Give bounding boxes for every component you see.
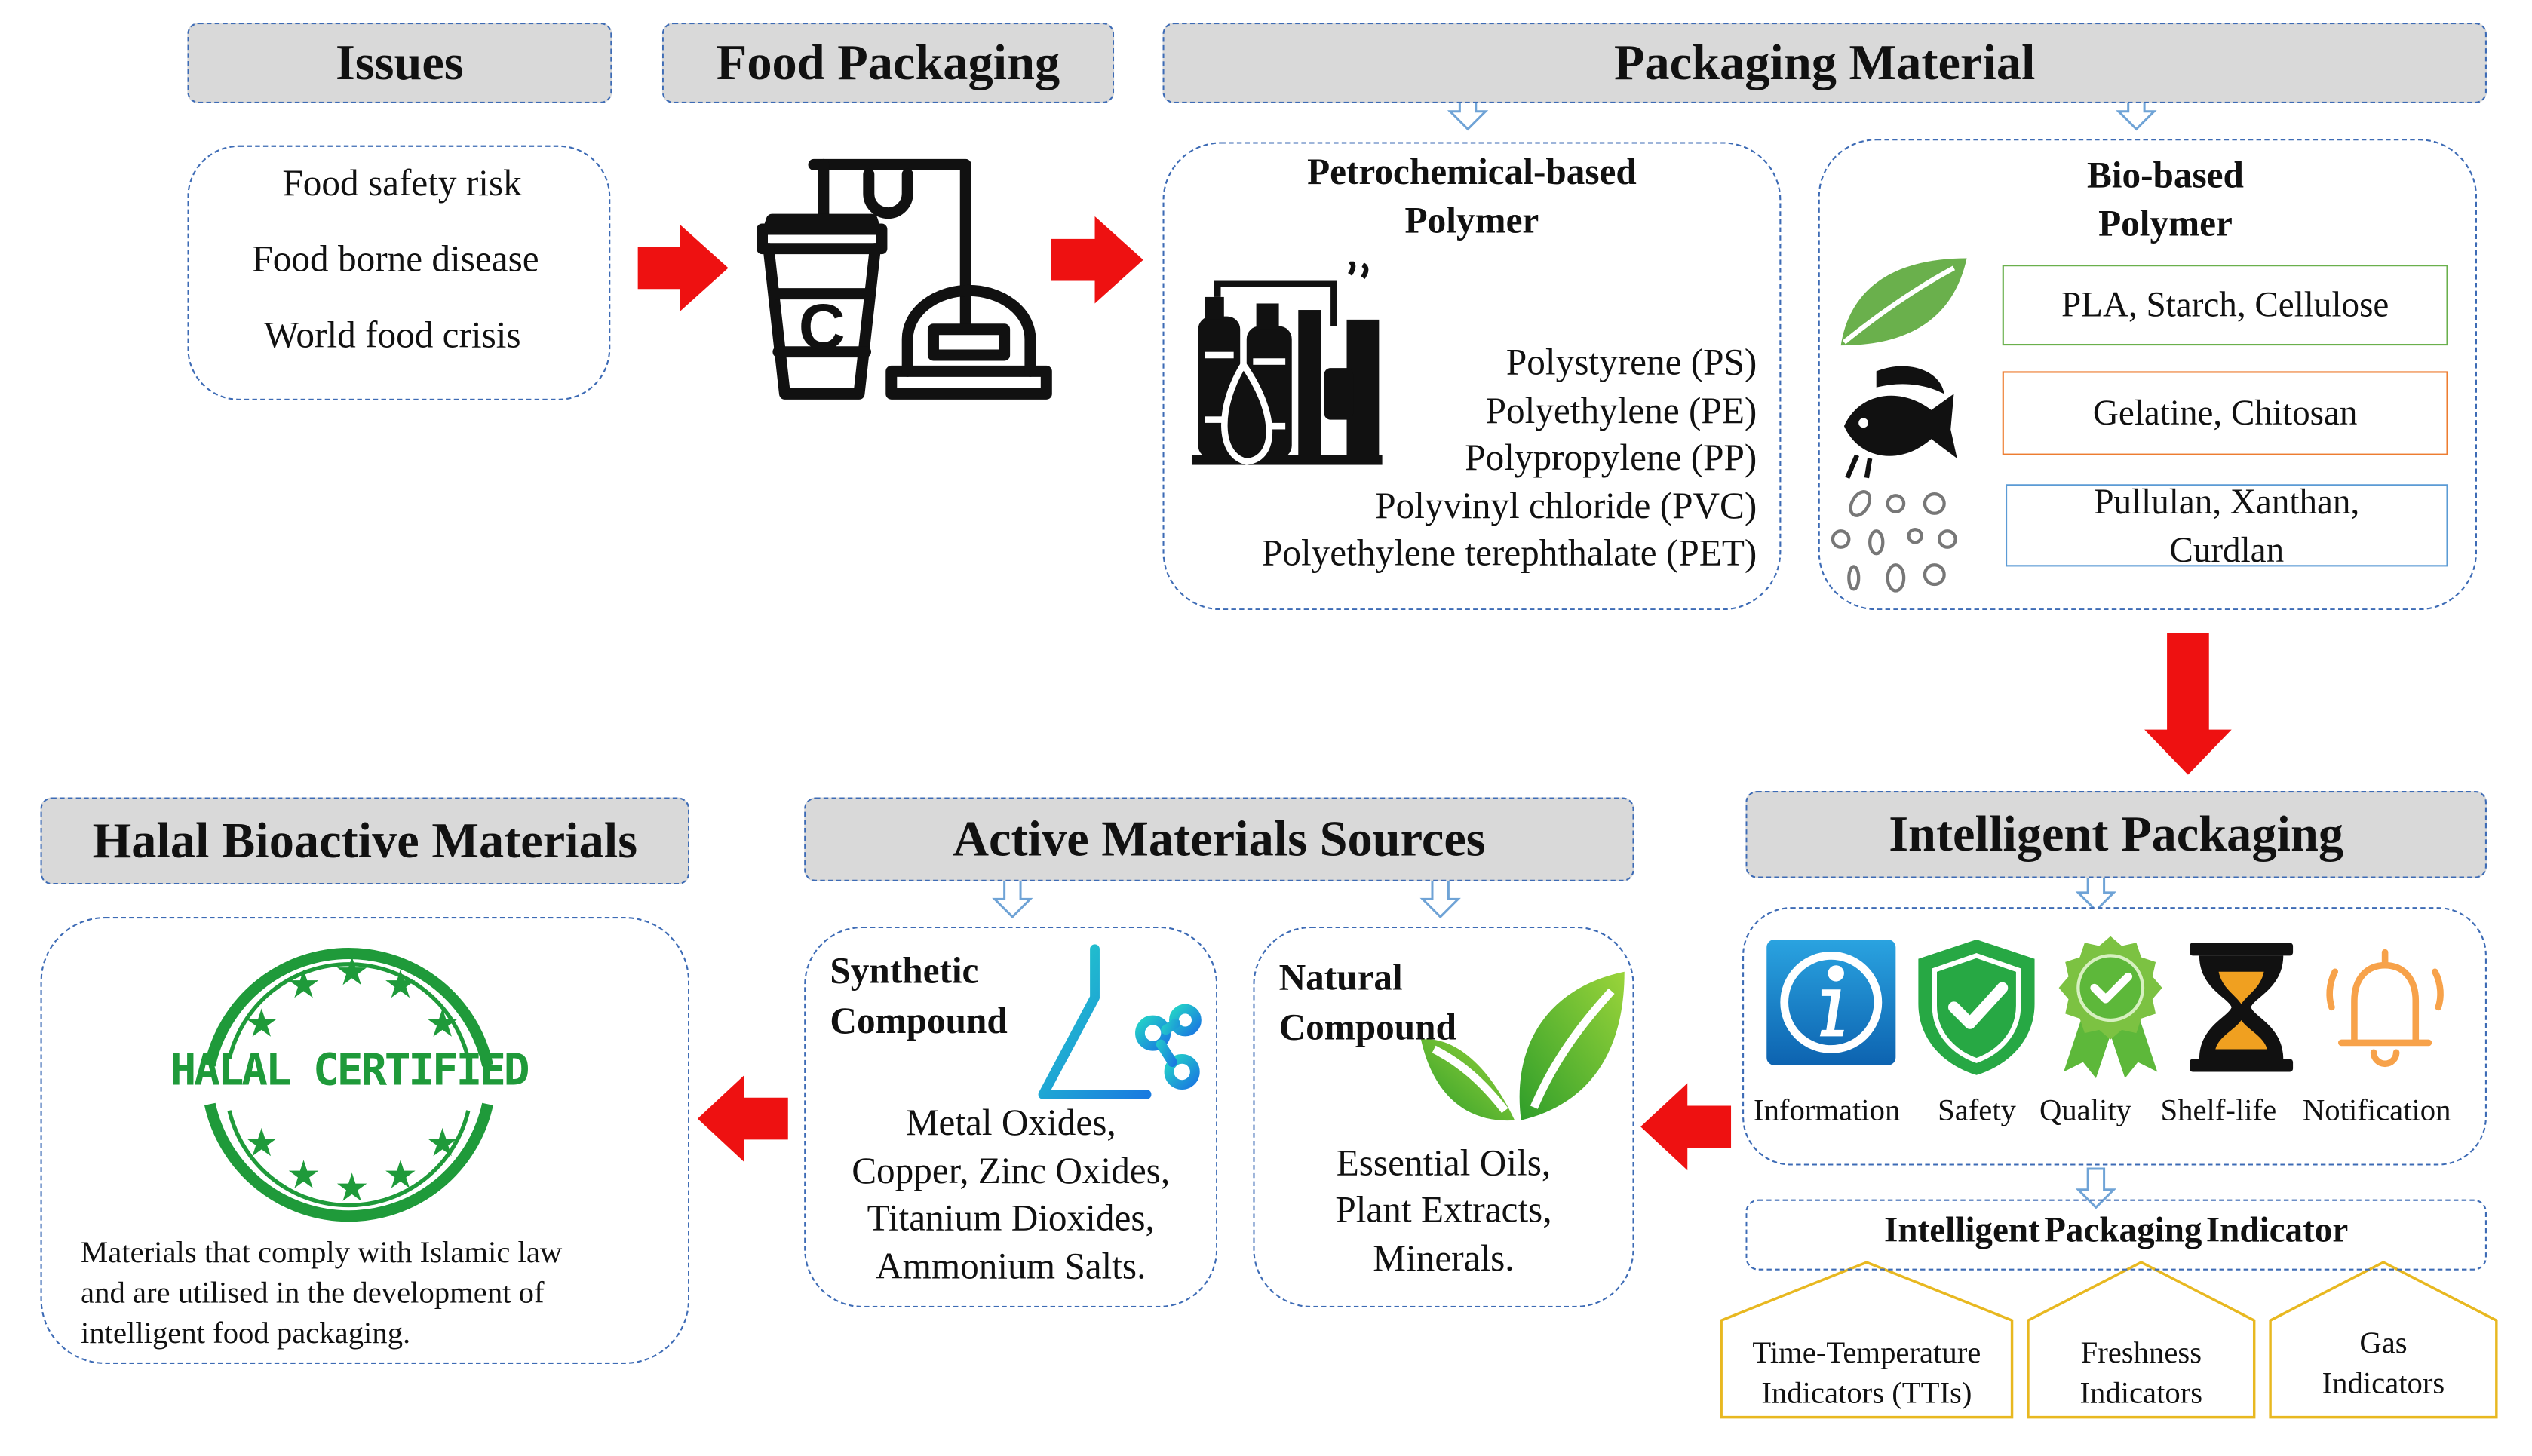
issue-item: Food borne disease — [252, 238, 539, 280]
flow-arrow-sources-to-halal — [697, 1074, 788, 1163]
svg-text:★: ★ — [335, 1166, 370, 1211]
petrochemical-item: Polyethylene (PE) — [1485, 391, 1757, 431]
biobased-source-text: PLA, Starch, Cellulose — [2061, 284, 2389, 325]
function-label-information: Information — [1754, 1094, 1901, 1129]
natural-item: Essential Oils, — [1336, 1142, 1551, 1184]
header-intelligent-packaging-text: Intelligent Packaging — [1889, 805, 2344, 863]
biobased-source-animal: Gelatine, Chitosan — [2002, 371, 2448, 455]
synthetic-item: Ammonium Salts. — [876, 1246, 1146, 1287]
issue-item: World food crisis — [263, 314, 521, 355]
function-label-shelf-life: Shelf-life — [2160, 1094, 2277, 1129]
header-issues: Issues — [187, 22, 612, 104]
chemistry-flask-icon — [1038, 944, 1202, 1099]
green-leaves-icon — [1420, 971, 1625, 1121]
synthetic-item: Copper, Zinc Oxides, — [852, 1151, 1171, 1191]
indicator-type-tti: Time-Temperature Indicators (TTIs) — [1721, 1333, 2012, 1414]
function-label-quality: Quality — [2039, 1094, 2131, 1129]
natural-title-line1: Natural — [1278, 957, 1403, 998]
svg-text:★: ★ — [244, 1001, 279, 1046]
indicator-type-text: Indicators (TTIs) — [1761, 1377, 1972, 1412]
header-food-packaging: Food Packaging — [661, 22, 1115, 104]
flow-arrow-packaging-to-material — [1051, 216, 1143, 304]
petrochemical-item: Polystyrene (PS) — [1505, 342, 1757, 383]
header-food-packaging-text: Food Packaging — [716, 33, 1060, 90]
svg-text:★: ★ — [425, 1001, 460, 1046]
halal-box — [40, 916, 690, 1364]
synthetic-title-line1: Synthetic — [830, 950, 979, 992]
hourglass-icon — [2190, 943, 2294, 1072]
indicator-type-text: Indicators — [2322, 1367, 2445, 1402]
header-intelligent-packaging: Intelligent Packaging — [1745, 790, 2487, 878]
biobased-source-plant: PLA, Starch, Cellulose — [2002, 265, 2448, 346]
shield-check-icon — [1918, 939, 2035, 1075]
indicator-type-gas: Gas Indicators — [2270, 1323, 2497, 1404]
flow-arrow-issues-to-packaging — [637, 224, 729, 312]
function-label-notification: Notification — [2302, 1094, 2451, 1129]
bell-icon — [2326, 949, 2444, 1067]
synthetic-item: Metal Oxides, — [905, 1102, 1116, 1143]
petrochemical-item: Polyvinyl chloride (PVC) — [1375, 486, 1757, 526]
svg-text:★: ★ — [383, 1153, 418, 1198]
microorganism-icon — [1831, 490, 1957, 593]
biobased-title-line2: Polymer — [2098, 203, 2233, 244]
info-icon — [1766, 939, 1896, 1065]
halal-seal-text: HALAL CERTIFIED — [170, 1046, 529, 1096]
flow-arrow-intelligent-to-sources — [1640, 1083, 1732, 1171]
header-halal-bioactive-text: Halal Bioactive Materials — [92, 811, 638, 869]
indicator-type-freshness: Freshness Indicators — [2028, 1333, 2254, 1414]
indicator-type-text: Indicators — [2079, 1377, 2203, 1412]
natural-item: Minerals. — [1373, 1237, 1515, 1279]
function-label-safety: Safety — [1938, 1094, 2017, 1129]
header-active-sources: Active Materials Sources — [804, 797, 1634, 881]
svg-text:C: C — [799, 290, 846, 363]
indicator-title: Intelligent Packaging Indicator — [1884, 1209, 2349, 1249]
food-packaging-icon: C — [757, 158, 1052, 400]
indicator-type-text: Gas — [2359, 1326, 2408, 1361]
svg-text:★: ★ — [244, 1120, 279, 1166]
synthetic-title-line2: Compound — [830, 1001, 1008, 1041]
halal-description-line: and are utilised in the development of — [81, 1277, 545, 1311]
petrochemical-title-line1: Petrochemical-based — [1307, 152, 1637, 192]
svg-text:★: ★ — [286, 962, 321, 1007]
hollow-down-arrows — [992, 89, 2157, 1209]
synthetic-box — [804, 926, 1218, 1308]
biobased-source-text: Gelatine, Chitosan — [2092, 392, 2358, 433]
biobased-source-text: Curdlan — [2169, 529, 2285, 569]
svg-text:★: ★ — [425, 1120, 460, 1166]
indicator-houses — [1720, 1261, 2498, 1419]
synthetic-item: Titanium Dioxides, — [867, 1197, 1155, 1238]
header-packaging-material: Packaging Material — [1162, 22, 2487, 104]
halal-certified-seal: ★★★ ★★ ★★★ ★★ — [204, 948, 493, 1222]
flow-arrow-material-to-intelligent — [2144, 633, 2232, 775]
natural-item: Plant Extracts, — [1335, 1189, 1552, 1231]
indicator-type-text: Freshness — [2080, 1336, 2202, 1371]
header-issues-text: Issues — [336, 33, 464, 90]
biobased-title-line1: Bio-based — [2086, 155, 2244, 196]
header-packaging-material-text: Packaging Material — [1613, 33, 2036, 90]
svg-text:★: ★ — [383, 962, 418, 1007]
svg-text:★: ★ — [335, 949, 370, 995]
header-active-sources-text: Active Materials Sources — [953, 810, 1486, 867]
natural-title-line2: Compound — [1278, 1007, 1456, 1048]
petrochemical-item: Polypropylene (PP) — [1465, 437, 1757, 478]
award-ribbon-icon — [2058, 936, 2162, 1079]
leaf-icon — [1840, 258, 1967, 346]
fish-shrimp-icon — [1843, 366, 1957, 479]
petrochemical-title-line2: Polymer — [1404, 200, 1539, 241]
issues-box — [187, 145, 611, 400]
halal-description-line: intelligent food packaging. — [81, 1317, 411, 1351]
indicator-type-text: Time-Temperature — [1752, 1336, 1981, 1371]
biobased-source-text: Pullulan, Xanthan, — [2094, 480, 2360, 521]
svg-text:★: ★ — [286, 1153, 321, 1198]
biobased-source-microbial: Pullulan, Xanthan, Curdlan — [2005, 480, 2448, 569]
indicator-title-box — [1745, 1199, 2487, 1271]
halal-description-line: Materials that comply with Islamic law — [81, 1236, 563, 1271]
header-halal-bioactive: Halal Bioactive Materials — [40, 797, 690, 885]
petrochemical-plant-icon — [1191, 261, 1383, 465]
petrochemical-item: Polyethylene terephthalate (PET) — [1261, 532, 1757, 573]
natural-box — [1253, 926, 1634, 1308]
issue-item: Food safety risk — [282, 163, 522, 204]
